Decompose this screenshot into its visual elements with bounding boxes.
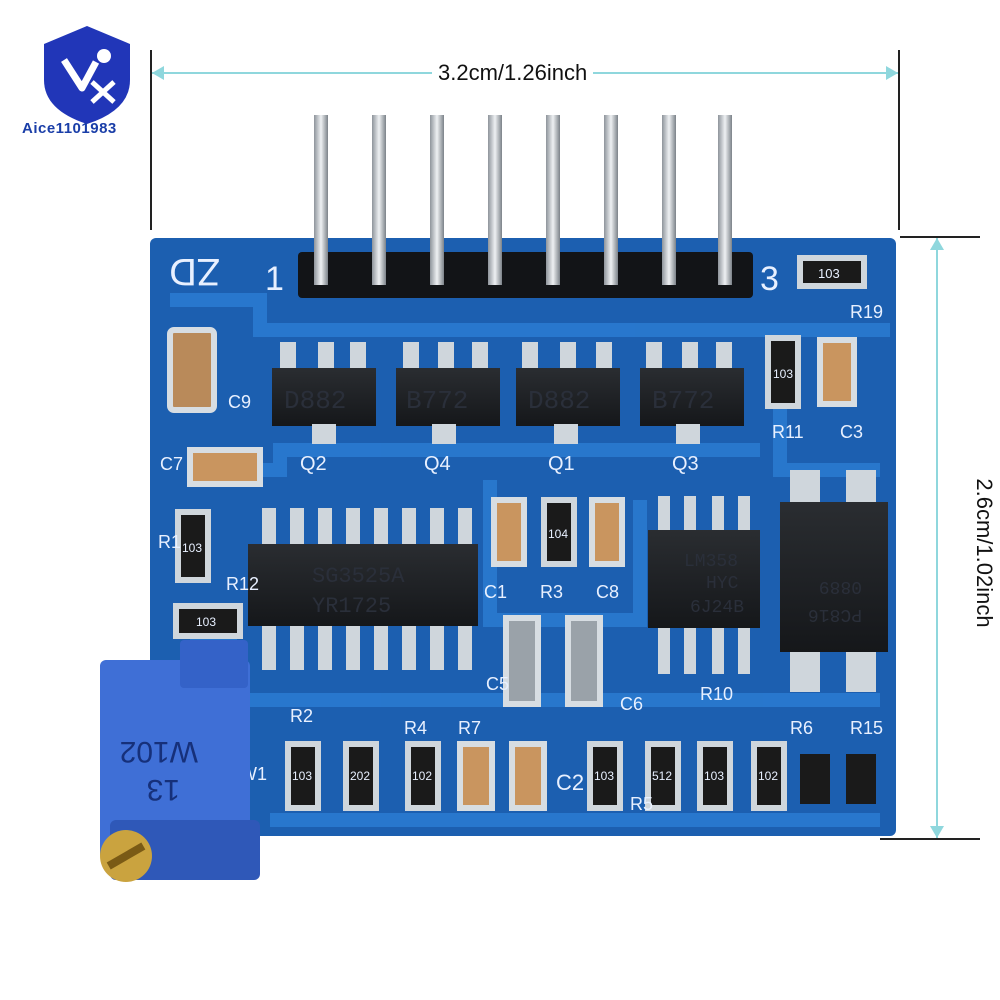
silk-q2: Q2 (300, 453, 327, 475)
pot-line1: 13 (147, 773, 180, 806)
opto-line2: 0889 (819, 576, 862, 596)
q3-marking: B772 (652, 386, 714, 416)
silk-r3: R3 (540, 582, 563, 602)
resistor-r10-code: 103 (594, 769, 614, 783)
opto-line1: PC816 (808, 604, 862, 624)
silk-c6: C6 (620, 694, 643, 714)
resistor-r2-code: 103 (292, 769, 312, 783)
resistor-r7-code: 102 (412, 769, 432, 783)
resistor-r5-code: 512 (652, 769, 672, 783)
silk-pin1: 1 (265, 260, 284, 298)
capacitor-c1 (491, 497, 527, 567)
resistor-r15-code: 102 (758, 769, 778, 783)
silk-r11: R11 (772, 422, 804, 442)
silk-r12: R12 (226, 574, 259, 594)
resistor-r15 (751, 741, 787, 811)
q2-marking: D882 (284, 386, 346, 416)
transistor-q2: D882 (272, 342, 376, 444)
capacitor-c6 (565, 615, 603, 707)
height-dim-tick-bottom (880, 838, 980, 840)
diode-2 (846, 754, 876, 804)
transistor-q4: B772 (396, 342, 500, 444)
lm-line3: 6J24B (690, 598, 744, 618)
silk-c5: C5 (486, 674, 509, 694)
silk-q3: Q3 (672, 453, 699, 475)
silk-r6: R6 (790, 718, 813, 738)
silk-r10: R10 (700, 684, 733, 704)
silk-r7: R7 (458, 718, 481, 738)
q1-marking: D882 (528, 386, 590, 416)
ic-lm358: LM358 HYC 6J24B (648, 496, 760, 674)
width-arrow-left-icon (152, 66, 164, 80)
silk-c1: C1 (484, 582, 507, 602)
width-dim-tick-right (898, 50, 900, 230)
capacitor-c2a (457, 741, 495, 811)
capacitor-c2b (509, 741, 547, 811)
silk-pin8: 3 (760, 260, 779, 298)
sg-line2: YR1725 (312, 594, 391, 619)
silk-r1: R1 (158, 532, 181, 552)
silk-c9: C9 (228, 392, 251, 412)
resistor-r12 (173, 603, 243, 639)
capacitor-c7 (187, 447, 263, 487)
resistor-r12-code: 103 (196, 615, 216, 629)
silk-q1: Q1 (548, 453, 575, 475)
lm-line2: HYC (706, 574, 739, 594)
silk-r19: R19 (850, 302, 883, 322)
q4-marking: B772 (406, 386, 468, 416)
resistor-r10 (587, 741, 623, 811)
resistor-r2 (285, 741, 321, 811)
height-dimension-line (936, 238, 938, 838)
lm-line1: LM358 (684, 552, 738, 572)
resistor-r4 (343, 741, 379, 811)
resistor-r3-code: 104 (548, 527, 568, 541)
capacitor-c8 (589, 497, 625, 567)
capacitor-c3 (817, 337, 857, 407)
resistor-r19 (797, 255, 867, 289)
brand-shield-icon (44, 26, 130, 124)
silk-r15: R15 (850, 718, 883, 738)
pot-line2: W102 (120, 735, 198, 768)
resistor-r6 (697, 741, 733, 811)
resistor-r1 (175, 509, 211, 583)
silk-r4: R4 (404, 718, 427, 738)
width-dim-tick-left (150, 50, 152, 230)
resistor-r3 (541, 497, 577, 567)
silk-c3: C3 (840, 422, 863, 442)
height-arrow-top-icon (930, 238, 944, 250)
resistor-r1-code: 103 (182, 541, 202, 555)
transistor-q3: B772 (640, 342, 744, 444)
sg-line1: SG3525A (312, 564, 405, 589)
width-arrow-right-icon (886, 66, 898, 80)
pin-header (298, 115, 753, 298)
resistor-r19-code: 103 (818, 266, 840, 281)
bottom-component-row: 103 202 102 103 512 103 102 (285, 741, 876, 811)
resistor-r11-code: 103 (773, 367, 793, 381)
width-dimension-label: 3.2cm/1.26inch (432, 60, 594, 86)
brand-wordmark: Aice1101983 (22, 120, 117, 137)
silk-c2: C2 (556, 770, 584, 795)
silk-c8: C8 (596, 582, 619, 602)
silk-r2: R2 (290, 706, 313, 726)
silk-r5: R5 (630, 794, 653, 814)
height-dim-tick-top (900, 236, 980, 238)
resistor-r7 (405, 741, 441, 811)
resistor-r6-code: 103 (704, 769, 724, 783)
potentiometer-w1: 13 W102 (100, 640, 260, 882)
capacitor-c9 (167, 327, 217, 413)
ic-optocoupler: PC816 0889 (780, 470, 888, 692)
diode-1 (800, 754, 830, 804)
height-arrow-bottom-icon (930, 826, 944, 838)
brand-logo (22, 22, 152, 152)
capacitor-c5 (503, 615, 541, 707)
silk-zd: ZD (169, 250, 220, 292)
resistor-r5 (645, 741, 681, 811)
silk-q4: Q4 (424, 453, 451, 475)
resistor-r11 (765, 335, 801, 409)
ic-sg3525a: SG3525A YR1725 (248, 508, 478, 670)
resistor-r4-code: 202 (350, 769, 370, 783)
silk-c7: C7 (160, 454, 183, 474)
transistor-q1: D882 (516, 342, 620, 444)
